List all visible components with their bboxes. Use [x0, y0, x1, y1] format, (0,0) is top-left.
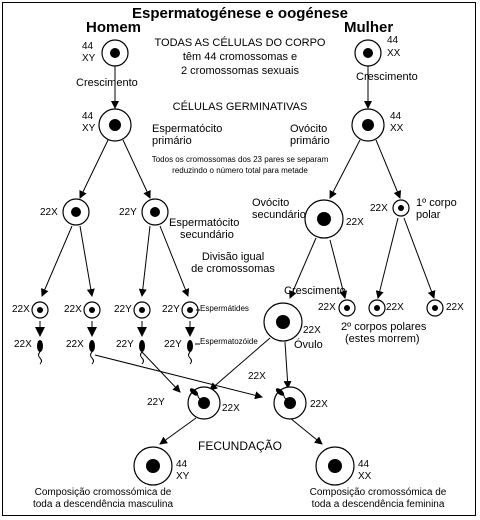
chrom-first-polar-body: 22X	[370, 203, 388, 214]
label-fertilization: FECUNDAÇÃO	[197, 439, 282, 453]
chrom-sperm-3: 22Y	[116, 339, 134, 350]
chrom-offspring-female-xx: XX	[358, 471, 372, 482]
body-cells-line-1: TODAS AS CÉLULAS DO CORPO	[154, 37, 326, 49]
chrom-spermatid-2: 22X	[64, 304, 82, 315]
arrow-man-2b	[79, 225, 95, 297]
label-female-offspring-1: Composição cromossómica de	[309, 487, 447, 498]
chrom-woman-primary-44: 44	[390, 111, 402, 122]
label-primary-oocyte-2: primário	[290, 135, 330, 147]
arrow-zygote-to-female	[289, 417, 323, 445]
chrom-woman-body-44: 44	[387, 35, 399, 46]
label-secondary-oocyte-1: Ovócito	[252, 197, 290, 209]
arrow-woman-2d	[403, 217, 436, 299]
reduction-note-line-2: reduzindo o número total para metade	[172, 166, 308, 175]
arrow-man-2d	[159, 225, 190, 297]
label-ovum: Óvulo	[294, 339, 323, 351]
body-cells-line-3: 2 cromossomas sexuais	[181, 65, 299, 77]
label-male-offspring-2: toda a descendência masculina	[32, 499, 174, 510]
label-growth-man: Crescimento	[76, 77, 138, 89]
arrow-man-2a	[41, 225, 73, 297]
arrow-woman-2a	[289, 237, 317, 299]
label-secondary-oocyte-2: secundário	[252, 209, 306, 221]
chrom-woman-body-xx: XX	[387, 48, 401, 59]
label-germ-cells: CÉLULAS GERMINATIVAS	[172, 101, 308, 113]
chrom-zygote-female-x2: 22X	[310, 399, 328, 410]
chrom-offspring-male-44: 44	[176, 459, 188, 470]
arrow-woman-2c	[375, 217, 399, 299]
arrow-sperm-x-to-zygote	[94, 354, 263, 400]
chrom-man-body-44: 44	[82, 41, 94, 52]
label-second-polar-bodies-2: (estes morrem)	[345, 333, 420, 345]
chrom-sperm-1: 22X	[14, 339, 32, 350]
label-growth-woman: Crescimento	[356, 71, 418, 83]
reduction-note-line-1: Todos os cromossomas dos 23 pares se sep…	[151, 155, 329, 164]
chrom-man-primary-xy: XY	[82, 123, 96, 134]
chrom-sperm-4: 22Y	[164, 339, 182, 350]
arrow-woman-1-left	[329, 139, 361, 199]
chrom-zygote-male-x: 22X	[222, 403, 240, 414]
label-equal-division-1: Divisão igual	[201, 251, 265, 263]
label-female-offspring-2: toda a descendência feminina	[311, 499, 445, 510]
label-first-polar-body-1: 1º corpo	[416, 197, 457, 209]
label-woman: Mulher	[344, 19, 394, 36]
chrom-secondary-x: 22X	[40, 207, 58, 218]
label-secondary-spermatocyte-1: Espermatócito	[169, 217, 240, 229]
label-man: Homem	[86, 19, 142, 36]
chrom-ovum: 22X	[303, 325, 321, 336]
arrow-ovum-to-zygote-left	[209, 337, 271, 391]
label-male-offspring-1: Composição cromossómica de	[34, 487, 172, 498]
chrom-man-body-xy: XY	[82, 53, 96, 64]
label-equal-division-2: de cromossomas	[191, 263, 275, 275]
spermatozoon-icons	[37, 340, 294, 403]
label-primary-spermatocyte-1: Espermatócito	[152, 123, 223, 135]
label-primary-oocyte-1: Ovócito	[290, 123, 328, 135]
arrow-man-2c	[138, 225, 151, 297]
chrom-spermatid-4: 22Y	[162, 304, 180, 315]
diagram-title: Espermatogénese e oogénese	[132, 5, 348, 22]
arrow-woman-2b	[329, 239, 348, 299]
label-second-polar-bodies-1: 2º corpos polares	[341, 321, 427, 333]
chrom-offspring-female-44: 44	[358, 459, 370, 470]
chrom-spermatid-3: 22Y	[114, 304, 132, 315]
chrom-second-polar-body-3: 22X	[446, 302, 464, 313]
chrom-spermatid-1: 22X	[12, 304, 30, 315]
body-cells-line-2: têm 44 cromossomas e	[182, 51, 298, 63]
arrow-man-1-left	[79, 139, 109, 199]
arrow-zygote-to-male	[159, 417, 197, 445]
arrow-woman-1-right	[375, 139, 402, 199]
label-spermatozoa: Espermatozóide	[200, 337, 258, 346]
chrom-man-primary-44: 44	[82, 111, 94, 122]
chrom-second-polar-body-1: 22X	[318, 302, 336, 313]
label-growth-oocyte: Crescimento	[284, 285, 346, 297]
chrom-offspring-male-xy: XY	[176, 471, 190, 482]
label-primary-spermatocyte-2: primário	[152, 135, 192, 147]
chrom-secondary-y: 22Y	[119, 207, 137, 218]
chrom-zygote-female-x1: 22X	[248, 371, 266, 382]
label-first-polar-body-2: polar	[416, 209, 441, 221]
chrom-sperm-2: 22X	[66, 339, 84, 350]
label-spermatids: Espermátides	[200, 304, 249, 313]
chrom-woman-primary-xx: XX	[390, 123, 404, 134]
label-secondary-spermatocyte-2: secundário	[180, 229, 234, 241]
chrom-second-polar-body-2: 22X	[386, 302, 404, 313]
arrow-ovum-to-zygote-right	[283, 341, 292, 389]
diagram-frame	[2, 2, 476, 516]
chrom-zygote-male-y: 22Y	[147, 397, 165, 408]
chrom-secondary-oocyte: 22X	[346, 217, 364, 228]
arrow-man-1-right	[122, 139, 151, 199]
